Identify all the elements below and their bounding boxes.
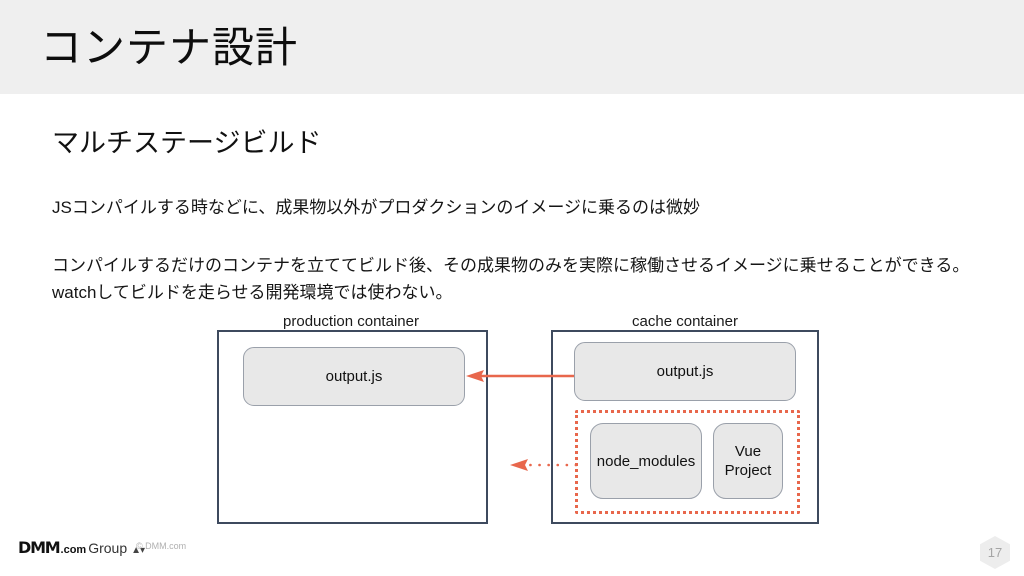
- node-cache-output-js: output.js: [574, 342, 796, 401]
- node-production-output-js: output.js: [243, 347, 465, 406]
- production-container-label: production container: [283, 313, 419, 330]
- logo-triangle-icon: ▲▾: [131, 545, 145, 556]
- hexagon-icon: [980, 536, 1010, 569]
- cache-container-box: [551, 330, 819, 524]
- cache-container-label: cache container: [632, 313, 738, 330]
- page-number-badge: 17: [980, 536, 1010, 569]
- logo-com-text: .com: [60, 544, 87, 556]
- page-title: コンテナ設計: [40, 24, 299, 71]
- copyright-text: © DMM.com: [136, 541, 187, 551]
- dmm-group-logo: DMM .com Group ▲▾: [18, 538, 145, 557]
- solid-copy-arrow: [466, 370, 574, 382]
- body-paragraph-1: JSコンパイルする時などに、成果物以外がプロダクションのイメージに乗るのは微妙: [52, 198, 700, 217]
- cache-discarded-group: [575, 410, 800, 514]
- slide-header-band: [0, 0, 1024, 94]
- logo-group-text: Group: [88, 540, 128, 556]
- body-paragraph-2: コンパイルするだけのコンテナを立ててビルド後、その成果物のみを実際に稼働させるイ…: [52, 256, 970, 302]
- dotted-discard-arrow: [510, 459, 578, 471]
- logo-dmm-text: DMM: [18, 538, 61, 557]
- section-heading: マルチステージビルド: [52, 128, 322, 158]
- page-number: 17: [987, 545, 1003, 560]
- production-container-box: [217, 330, 488, 524]
- node-node-modules: node_modules: [590, 423, 702, 499]
